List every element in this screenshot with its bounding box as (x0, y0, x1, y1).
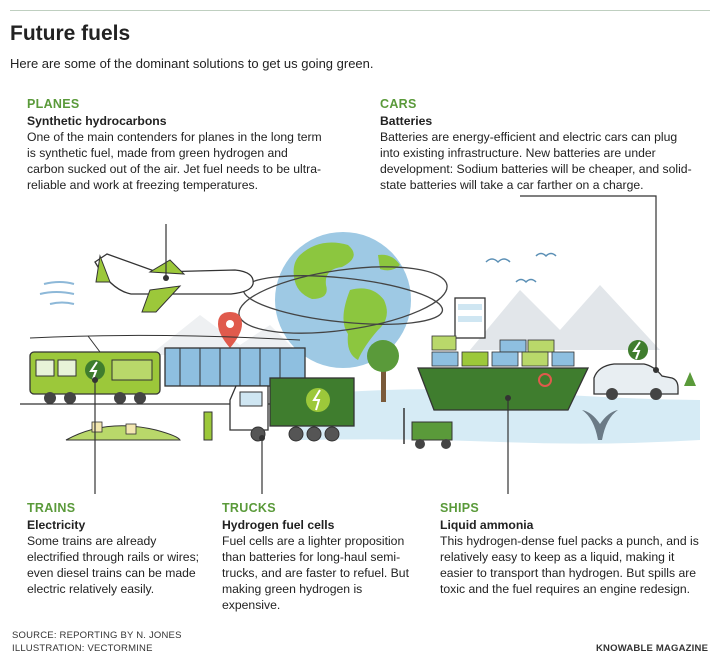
trucks-section: TRUCKS Hydrogen fuel cells Fuel cells ar… (222, 500, 414, 613)
birds-icon (485, 252, 557, 284)
ships-category: SHIPS (440, 501, 480, 515)
trains-category: TRAINS (27, 501, 76, 515)
illustration-credit: ILLUSTRATION: VECTORMINE (12, 643, 153, 654)
source-credit: SOURCE: REPORTING BY N. JONES (12, 630, 182, 641)
cars-solution: Batteries (380, 114, 433, 128)
forklift-icon (403, 408, 453, 449)
cars-description: Batteries are energy-efficient and elect… (380, 130, 692, 192)
trains-description: Some trains are already electrified thro… (27, 534, 200, 596)
trucks-description: Fuel cells are a lighter proposition tha… (222, 534, 409, 612)
planes-section: PLANES Synthetic hydrocarbons One of the… (27, 96, 327, 193)
ship-icon (417, 297, 590, 411)
trains-solution: Electricity (27, 518, 86, 532)
ships-section: SHIPS Liquid ammonia This hydrogen-dense… (440, 500, 702, 597)
planes-description: One of the main contenders for planes in… (27, 130, 322, 192)
page-subtitle: Here are some of the dominant solutions … (10, 56, 374, 71)
leader-dots (92, 275, 659, 441)
trains-section: TRAINS Electricity Some trains are alrea… (27, 500, 207, 597)
location-pin-icon (218, 312, 242, 348)
whale-tail-icon (582, 410, 618, 440)
tree-icon (367, 340, 399, 402)
globe-icon (238, 232, 448, 368)
ships-description: This hydrogen-dense fuel packs a punch, … (440, 534, 699, 596)
grass-mound (65, 421, 181, 441)
cars-category: CARS (380, 97, 417, 111)
airplane-icon (39, 253, 254, 313)
cars-section: CARS Batteries Batteries are energy-effi… (380, 96, 698, 193)
page-title: Future fuels (10, 22, 131, 45)
trucks-category: TRUCKS (222, 501, 276, 515)
truck-icon (203, 377, 355, 442)
overhead-wires (29, 334, 301, 353)
top-rule (10, 10, 710, 11)
publisher-credit: KNOWABLE MAGAZINE (596, 643, 709, 654)
planes-category: PLANES (27, 97, 80, 111)
trucks-solution: Hydrogen fuel cells (222, 518, 335, 532)
leader-lines (94, 195, 657, 494)
planes-solution: Synthetic hydrocarbons (27, 114, 167, 128)
ships-solution: Liquid ammonia (440, 518, 534, 532)
